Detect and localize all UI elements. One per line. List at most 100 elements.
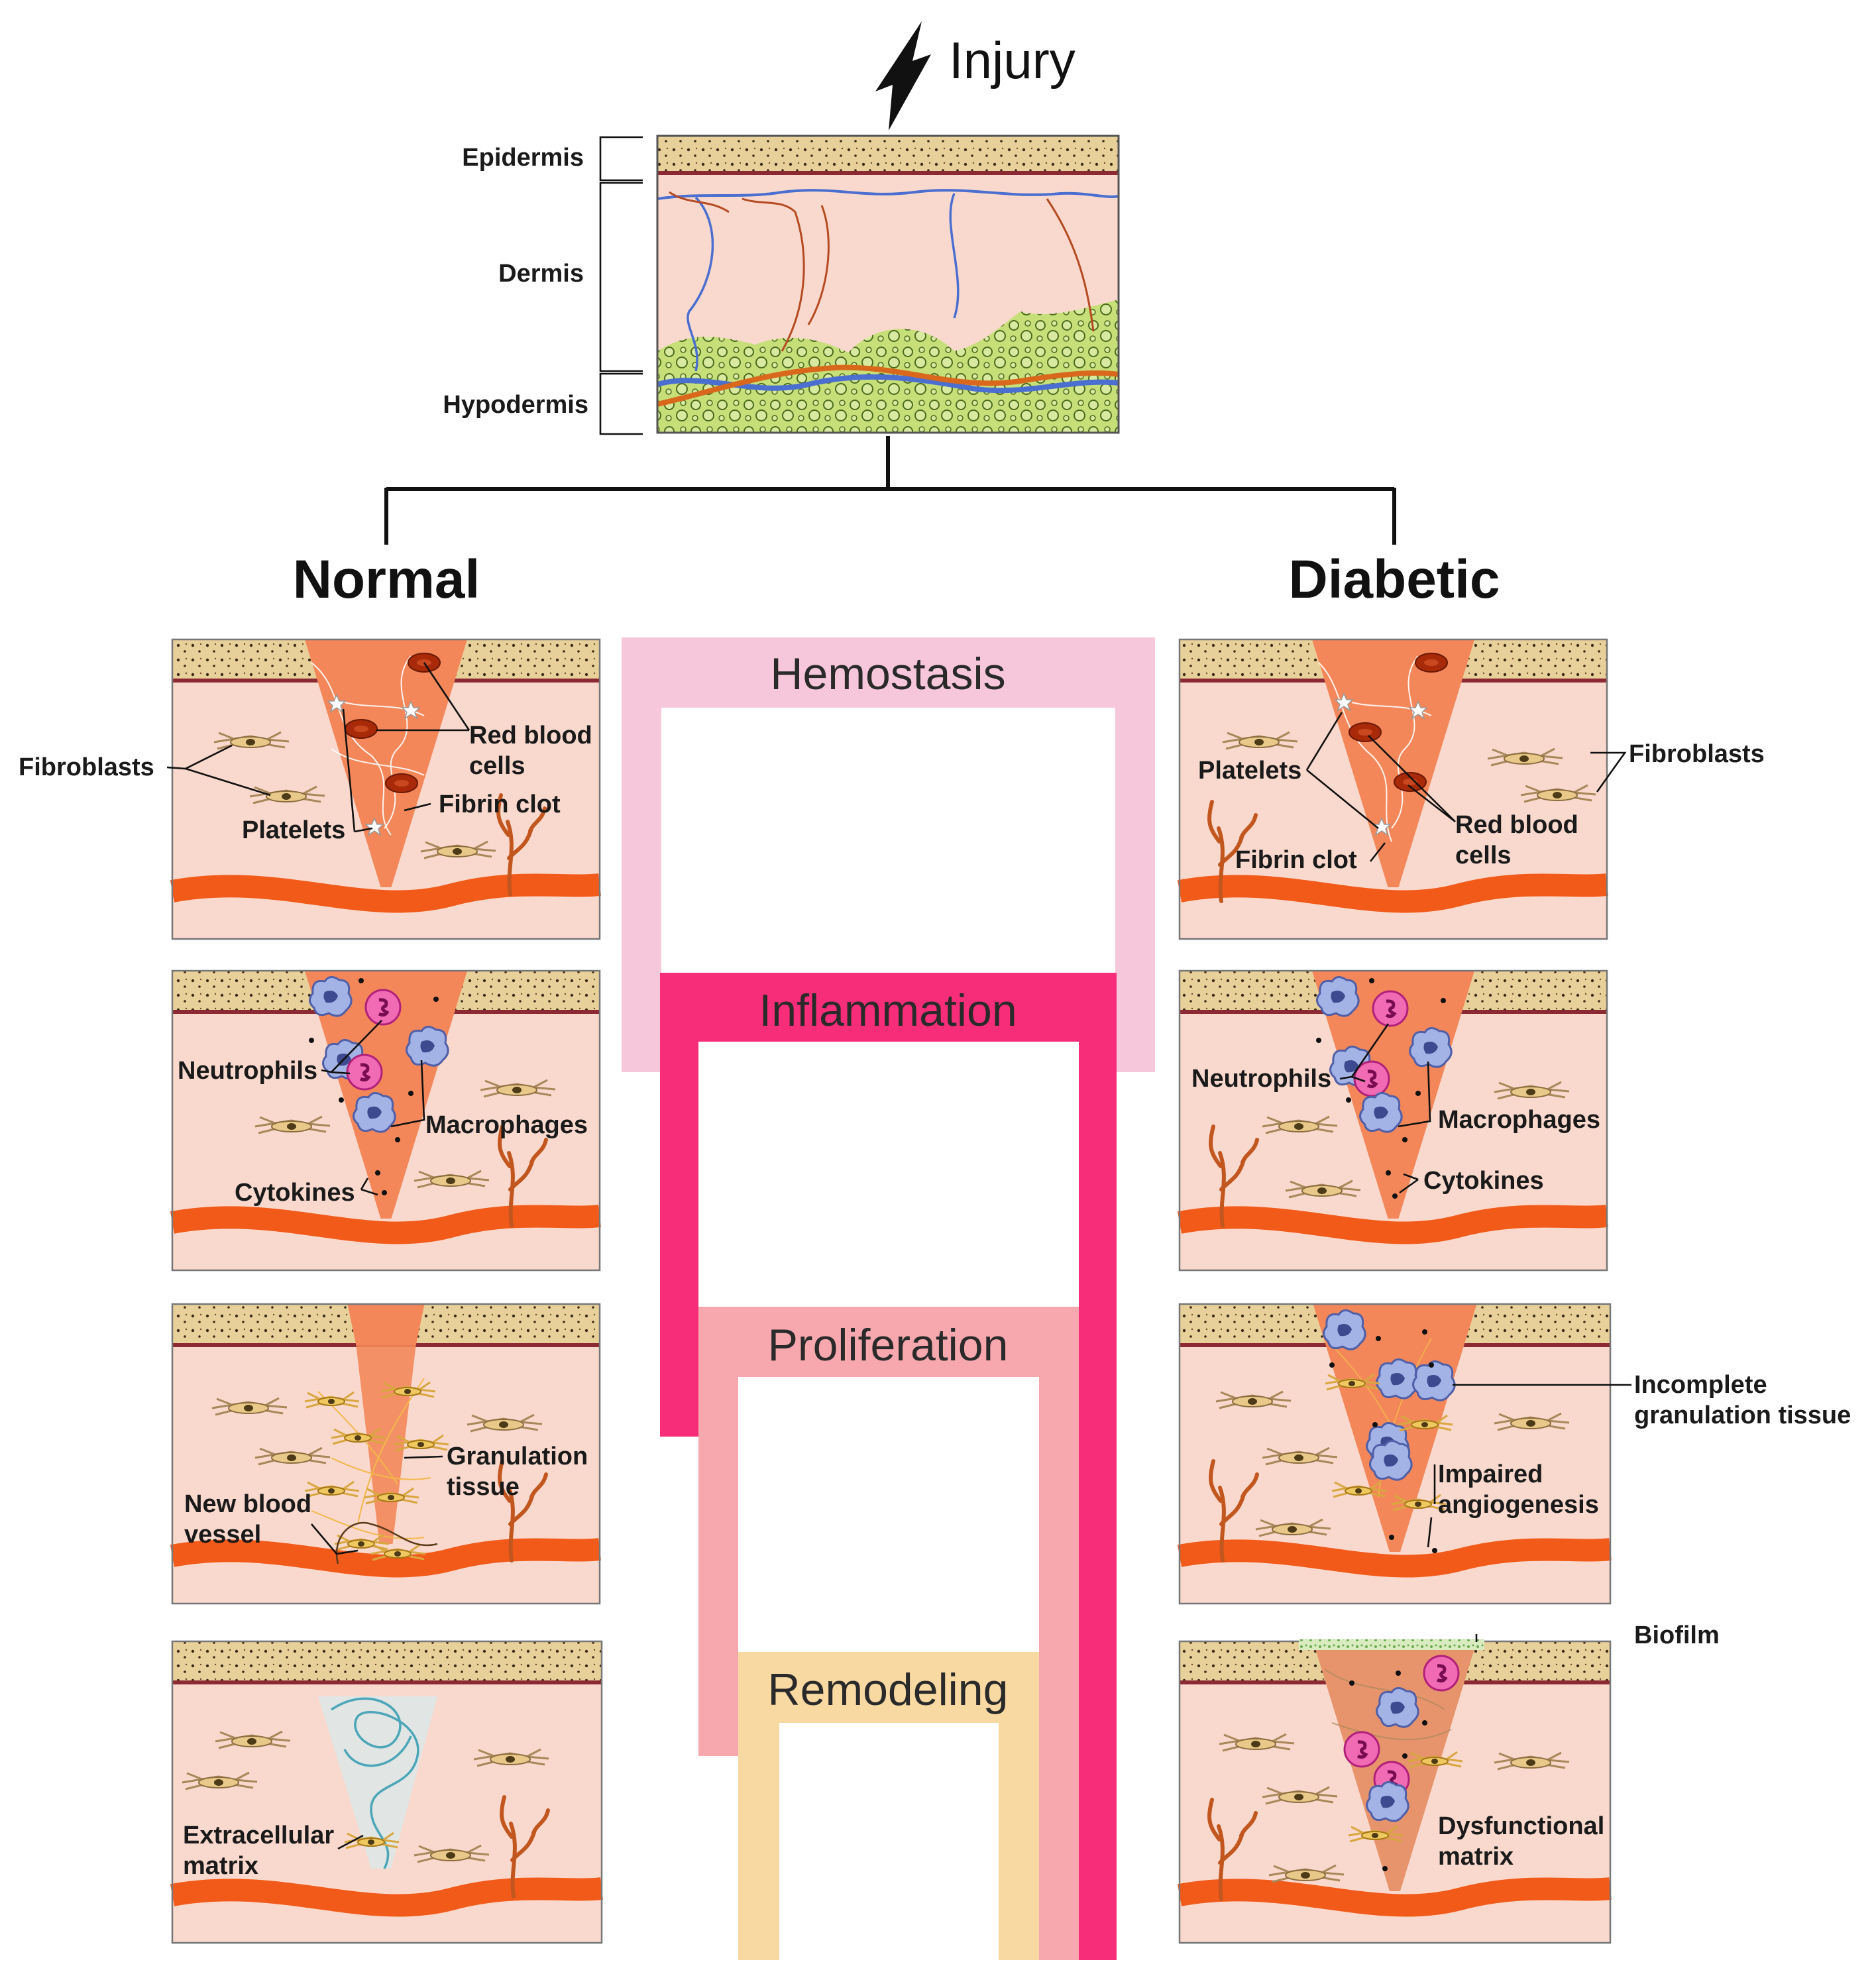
phase-label-remodeling: Remodeling <box>768 1665 1009 1715</box>
phase-frame-proliferation <box>698 1307 1079 1960</box>
branch-tree <box>384 436 1396 545</box>
panel-normal-hemostasis <box>170 638 601 940</box>
macrophage-icon <box>1375 1686 1419 1728</box>
phase-label-proliferation: Proliferation <box>768 1320 1009 1370</box>
label-fibrin-clot: Fibrin clot <box>439 791 561 818</box>
blood-vessel-band <box>1177 1205 1608 1244</box>
panel-border <box>1178 638 1608 940</box>
branch-normal-title: Normal <box>293 549 480 610</box>
new-blood-vessel <box>335 1521 438 1564</box>
neutrophil-icon <box>1424 1656 1459 1690</box>
label-new-vessel-1: New blood <box>184 1490 311 1518</box>
macrophage-icon <box>405 1025 449 1067</box>
label-granulation-2: tissue <box>447 1473 520 1501</box>
label-impaired-angiogenesis-2: angiogenesis <box>1438 1491 1599 1519</box>
macrophage-icon <box>1358 1091 1403 1133</box>
label-red-blood-cells-1: Red blood <box>1455 811 1578 839</box>
phase-frame-hemostasis <box>622 637 1155 1072</box>
blood-vessel-band <box>170 1877 603 1917</box>
label-neutrophils: Neutrophils <box>178 1057 317 1085</box>
label-macrophages: Macrophages <box>425 1111 588 1139</box>
blood-vessel-band <box>170 1205 601 1244</box>
panel-border <box>171 638 601 940</box>
panel-border <box>171 969 601 1272</box>
label-fibroblasts: Fibroblasts <box>19 753 154 781</box>
normal-inflammation-details: Neutrophils Macrophages Cytokines <box>178 975 588 1226</box>
wound-wedge <box>1311 639 1475 887</box>
injury-lightning-icon <box>875 21 931 131</box>
neutrophil-icon <box>1345 1732 1379 1767</box>
blood-vessel-band <box>1177 1877 1612 1917</box>
label-biofilm: Biofilm <box>1634 1621 1720 1649</box>
phase-frames <box>622 637 1155 1960</box>
scattered-dots <box>1329 1329 1437 1553</box>
label-red-blood-cells-2: cells <box>1455 842 1512 869</box>
panel-normal-remodeling <box>170 1640 603 1944</box>
label-fibrin-clot: Fibrin clot <box>1235 846 1357 874</box>
macrophage-icon <box>1315 975 1360 1017</box>
label-dysfunctional-matrix-1: Dysfunctional <box>1438 1812 1604 1840</box>
blood-vessel-band <box>170 1538 601 1578</box>
red-blood-cell-icon <box>345 719 378 739</box>
label-platelets: Platelets <box>242 816 345 844</box>
panel-border <box>1178 1303 1612 1605</box>
ecm-glow <box>318 1696 437 1869</box>
extracellular-matrix-fibers <box>331 1697 419 1869</box>
cytokine-dots <box>309 978 439 1195</box>
red-blood-cell-icon <box>1415 653 1448 673</box>
phase-frame-remodeling <box>738 1652 1039 1960</box>
label-impaired-angiogenesis-1: Impaired <box>1438 1460 1543 1488</box>
label-ecm-2: matrix <box>183 1852 258 1880</box>
macrophage-icon <box>1408 1026 1453 1068</box>
blood-vessel-band <box>170 873 601 913</box>
diabetic-hemostasis-details: Platelets Fibroblasts Red blood cells Fi… <box>1198 653 1765 901</box>
phase-label-hemostasis: Hemostasis <box>770 649 1005 699</box>
neutrophil-icon <box>1373 991 1407 1026</box>
diabetic-inflammation-details: Neutrophils Macrophages Cytokines <box>1191 975 1600 1226</box>
blood-vessel-band <box>1177 873 1608 913</box>
label-new-vessel-2: vessel <box>184 1521 261 1549</box>
label-incomplete-granulation-2: granulation tissue <box>1634 1401 1851 1429</box>
diagram-title: Injury <box>949 31 1076 89</box>
scattered-dots <box>1349 1671 1427 1871</box>
neutrophil-icon <box>347 1055 382 1089</box>
macrophage-icon <box>1375 1358 1419 1399</box>
phase-label-inflammation: Inflammation <box>759 985 1017 1036</box>
macrophage-icon <box>1322 1309 1366 1350</box>
normal-remodeling-details: Extracellular matrix <box>181 1696 549 1896</box>
label-incomplete-granulation-1: Incomplete <box>1634 1371 1767 1399</box>
branch-diabetic-title: Diabetic <box>1289 549 1500 610</box>
diabetic-proliferation-details: Incomplete granulation tissue Impaired a… <box>1211 1309 1851 1561</box>
neutrophil-icon <box>366 990 400 1024</box>
label-fibroblasts: Fibroblasts <box>1629 740 1765 768</box>
blood-vessel-band <box>1177 1538 1612 1578</box>
macrophage-icon <box>1365 1780 1409 1822</box>
label-cytokines: Cytokines <box>1423 1167 1544 1195</box>
layer-brackets <box>599 136 643 435</box>
macrophage-icon <box>1411 1360 1456 1401</box>
label-red-blood-cells-2: cells <box>469 752 525 780</box>
red-blood-cell-icon <box>1349 722 1382 742</box>
panel-border <box>171 1640 603 1944</box>
label-granulation-1: Granulation <box>447 1443 588 1470</box>
cytokine-dots <box>1316 978 1446 1199</box>
biofilm-layer <box>1299 1639 1484 1650</box>
label-platelets: Platelets <box>1198 757 1301 785</box>
macrophage-icon <box>308 975 353 1017</box>
normal-proliferation-details: Granulation tissue New blood vessel <box>184 1378 588 1564</box>
skin-cross-section <box>656 135 1120 434</box>
macrophage-icon <box>1368 1439 1413 1481</box>
label-dermis: Dermis <box>498 260 584 288</box>
label-red-blood-cells-1: Red blood <box>469 722 592 749</box>
macrophage-icon <box>352 1091 396 1133</box>
label-macrophages: Macrophages <box>1438 1106 1600 1134</box>
label-dysfunctional-matrix-2: matrix <box>1438 1843 1514 1871</box>
panel-diabetic-hemostasis <box>1177 638 1608 940</box>
diabetic-remodeling-details: Biofilm Dysfunctional matrix <box>1209 1621 1720 1899</box>
red-blood-cell-icon <box>385 773 418 793</box>
epidermis-layer <box>172 1641 602 1682</box>
panel-border <box>1178 969 1608 1272</box>
label-ecm-1: Extracellular <box>183 1822 334 1849</box>
panel-border <box>171 1303 601 1605</box>
